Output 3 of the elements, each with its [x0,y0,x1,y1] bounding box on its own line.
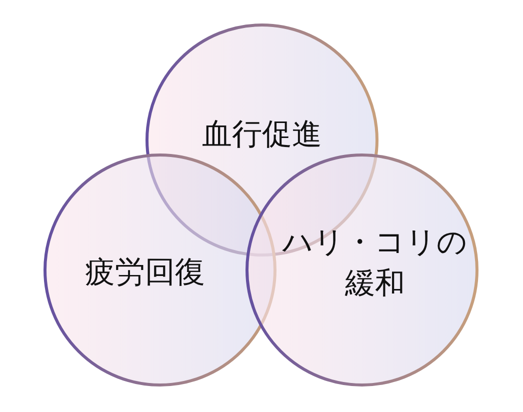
circle-label: 血行促進 [201,116,323,154]
circle-label: ハリ・コリの緩和 [281,224,468,302]
circle-label: 疲労回復 [84,254,206,292]
